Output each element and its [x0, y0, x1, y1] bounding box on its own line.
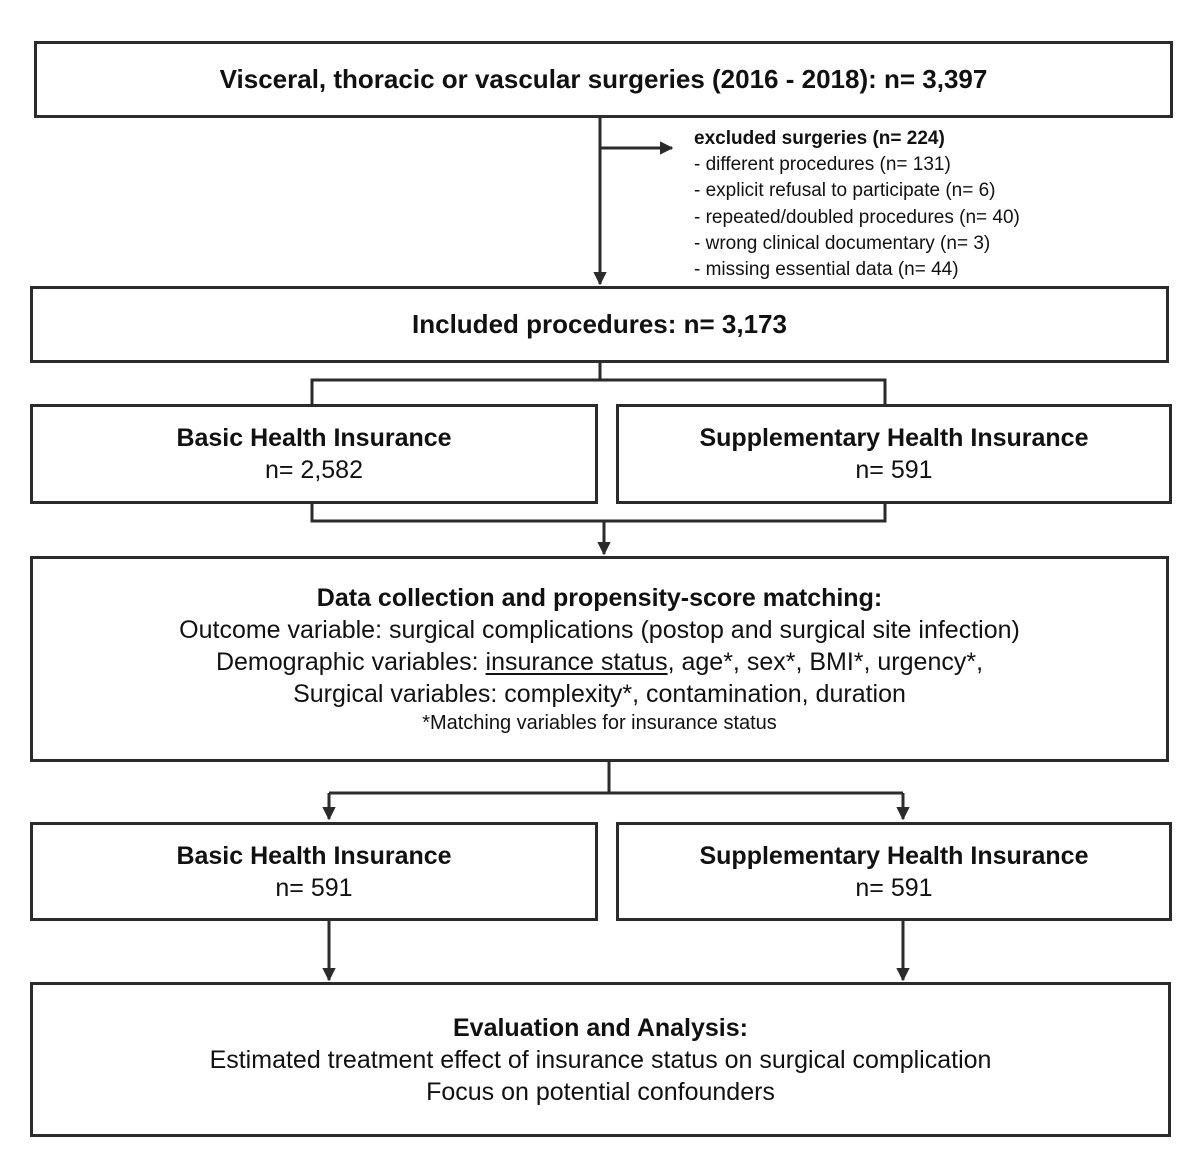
excluded-item: - repeated/doubled procedures (n= 40) [694, 206, 1020, 228]
data-collection-title: Data collection and propensity-score mat… [316, 584, 883, 612]
supplementary-insurance-title: Supplementary Health Insurance [699, 424, 1089, 452]
matching-footnote: *Matching variables for insurance status [422, 712, 777, 734]
included-box: Included procedures: n= 3,173 [30, 286, 1169, 363]
evaluation-title: Evaluation and Analysis: [453, 1013, 748, 1042]
evaluation-line-1: Estimated treatment effect of insurance … [209, 1045, 992, 1074]
excluded-list: excluded surgeries (n= 224) - different … [694, 126, 1020, 283]
demographic-prefix: Demographic variables: [215, 648, 486, 676]
excluded-item: - different procedures (n= 131) [694, 154, 951, 176]
matched-supplementary-insurance-box: Supplementary Health Insurance n= 591 [616, 822, 1172, 921]
bracket-split-1 [310, 378, 887, 405]
outcome-variable-line: Outcome variable: surgical complications… [179, 616, 1020, 644]
cohort-box: Visceral, thoracic or vascular surgeries… [34, 41, 1173, 118]
evaluation-box: Evaluation and Analysis: Estimated treat… [30, 982, 1171, 1137]
excluded-item: - explicit refusal to participate (n= 6) [694, 180, 996, 202]
basic-insurance-box: Basic Health Insurance n= 2,582 [30, 404, 598, 504]
supplementary-insurance-box: Supplementary Health Insurance n= 591 [616, 404, 1172, 504]
basic-insurance-title: Basic Health Insurance [176, 424, 452, 452]
matched-basic-count: n= 591 [275, 873, 353, 902]
matched-basic-insurance-box: Basic Health Insurance n= 591 [30, 822, 598, 921]
evaluation-line-2: Focus on potential confounders [426, 1077, 775, 1106]
matched-supplementary-count: n= 591 [855, 873, 933, 902]
excluded-item: - missing essential data (n= 44) [694, 259, 959, 281]
demographic-variables-line: Demographic variables: insurance status,… [216, 646, 983, 678]
matched-basic-title: Basic Health Insurance [176, 841, 452, 870]
included-text: Included procedures: n= 3,173 [412, 309, 787, 339]
data-collection-box: Data collection and propensity-score mat… [30, 556, 1169, 762]
excluded-title: excluded surgeries (n= 224) [694, 128, 945, 149]
insurance-status-underlined: insurance status [485, 648, 668, 676]
basic-insurance-count: n= 2,582 [264, 456, 363, 484]
excluded-item: - wrong clinical documentary (n= 3) [694, 232, 991, 254]
supplementary-insurance-count: n= 591 [855, 456, 933, 484]
matched-supplementary-title: Supplementary Health Insurance [699, 841, 1089, 870]
surgical-variables-line: Surgical variables: complexity*, contami… [293, 680, 906, 708]
bracket-merge-1 [310, 503, 887, 523]
demographic-suffix: , age*, sex*, BMI*, urgency*, [667, 648, 984, 676]
cohort-text: Visceral, thoracic or vascular surgeries… [219, 64, 988, 94]
